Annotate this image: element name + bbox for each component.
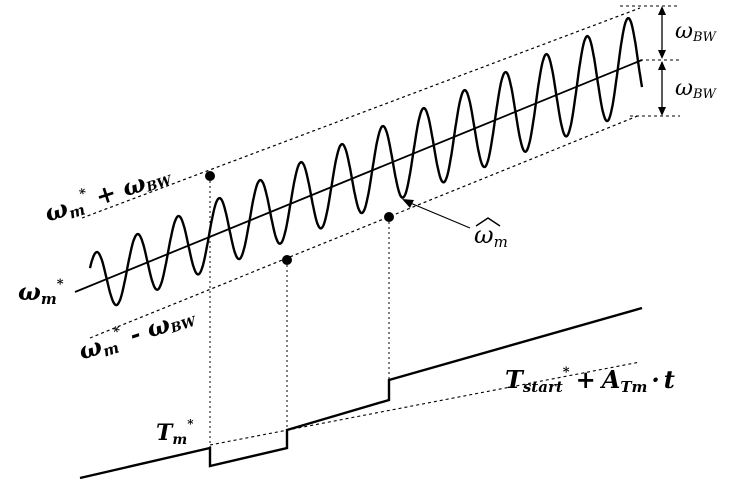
switch-point-3: [384, 212, 394, 222]
ref-sub: m: [41, 290, 57, 308]
torque-sub: m: [172, 432, 187, 448]
lower-band-sub: m: [101, 339, 122, 361]
torque-reference-ramp: [209, 361, 641, 446]
lower-band-label: ωm*-ωBW: [75, 301, 200, 368]
bw-top-arrowhead-down: [658, 50, 666, 59]
torque-ref-A: A: [600, 365, 621, 394]
estimate-hat: [475, 217, 501, 227]
torque-command-staircase: [79, 306, 643, 480]
torque-label: Tm*: [156, 417, 194, 448]
torque-ref-t: t: [664, 365, 675, 394]
svg-text:ωm*+ωBW: ωm*+ωBW: [41, 159, 176, 229]
lower-band-line: [89, 114, 641, 339]
bw-top-arrowhead-up: [658, 6, 666, 15]
upper-band-sub: m: [67, 201, 88, 223]
switch-point-2: [282, 255, 292, 265]
upper-band-sup: *: [78, 186, 89, 202]
upper-band-label: ωm*+ωBW: [41, 159, 176, 229]
lower-band-sup: *: [112, 324, 123, 340]
bw-bottom-omega: ω: [675, 76, 693, 101]
torque-ref-T: T: [505, 365, 525, 394]
upper-band-omega: ω: [41, 193, 72, 228]
upper-band-term: ω: [119, 168, 150, 203]
torque-ref-dot: ·: [651, 365, 659, 394]
bw-bottom-label: ωBW: [675, 76, 718, 102]
lower-band-term-sub: BW: [168, 314, 199, 337]
lower-band-omega: ω: [75, 331, 106, 366]
torque-ref-label: Tstart* +ATm·t: [505, 365, 675, 396]
estimate-label: ωm: [474, 217, 508, 251]
estimate-pointer-line: [407, 201, 471, 229]
torque-ref-A-sub: Tm: [620, 378, 647, 396]
estimate-omega: ω: [474, 221, 494, 249]
reference-speed-line: [74, 59, 643, 293]
bw-top-label: ωBW: [675, 19, 718, 45]
svg-text:ωm*-ωBW: ωm*-ωBW: [75, 301, 200, 368]
estimate-pointer-arrowhead: [402, 199, 414, 208]
bw-bottom-arrowhead-down: [658, 107, 666, 116]
torque-sup: *: [187, 417, 194, 431]
lower-band-term: ω: [143, 309, 174, 344]
ref-sup: *: [57, 277, 64, 292]
switch-point-1: [205, 171, 215, 181]
upper-band-op: +: [92, 177, 120, 211]
torque-ref-sub: start: [523, 378, 563, 396]
torque-ref-plus: +: [576, 365, 596, 394]
reference-speed-label: ωm*: [18, 277, 64, 308]
estimate-sub: m: [494, 233, 508, 251]
estimated-speed-waveform: [88, 17, 644, 307]
lower-band-op: -: [126, 318, 144, 349]
upper-band-term-sub: BW: [144, 173, 175, 196]
torque-T: T: [156, 420, 174, 446]
bw-top-omega: ω: [675, 19, 693, 44]
ref-omega: ω: [18, 277, 41, 306]
svg-text:ωm: ωm: [474, 221, 508, 251]
torque-ref-sup: *: [563, 365, 570, 380]
bw-bottom-sub: BW: [692, 87, 718, 102]
bw-bottom-arrowhead-up: [658, 61, 666, 70]
bw-top-sub: BW: [692, 30, 718, 45]
